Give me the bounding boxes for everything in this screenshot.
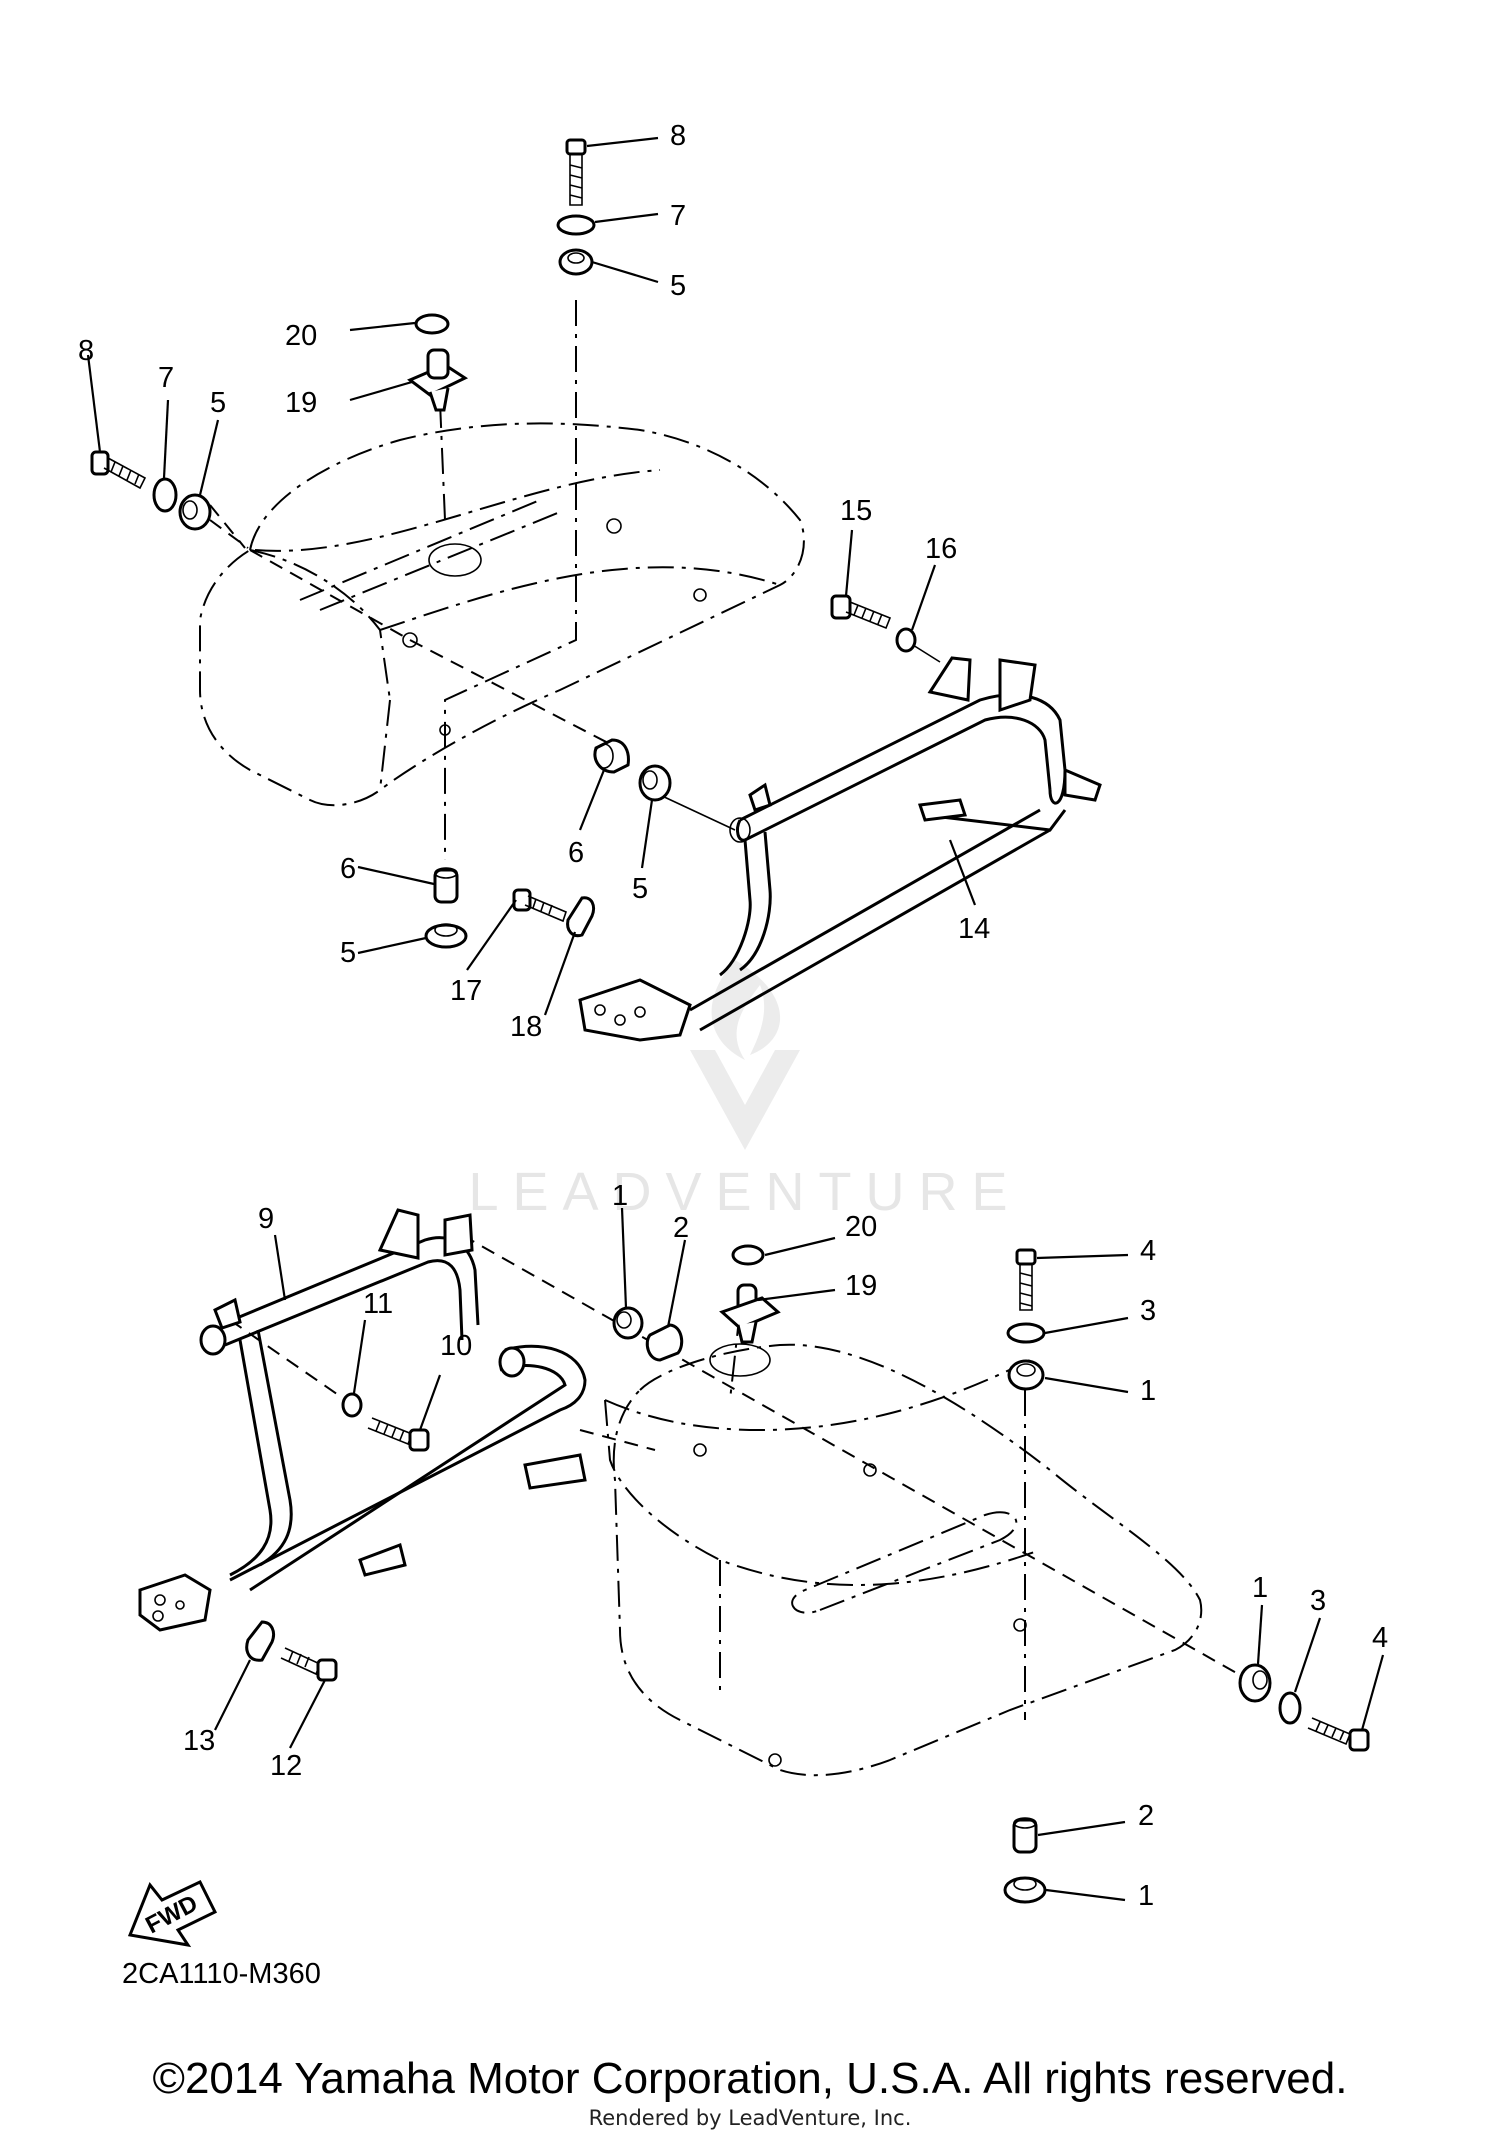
bolt-15 (830, 594, 892, 630)
collar-2-upper (645, 1323, 684, 1362)
callout-label: 1 (1140, 1375, 1156, 1407)
callout-label: 3 (1140, 1295, 1156, 1327)
callout-label: 7 (158, 362, 174, 394)
callout-label: 4 (1140, 1235, 1156, 1267)
bottom-saddlebag-assembly: FWD (127, 1208, 1370, 1948)
top-saddlebag-assembly (90, 138, 1102, 1042)
callout-label: 2 (673, 1212, 689, 1244)
bolt-8-left (90, 450, 147, 490)
grommet-5-mid (638, 764, 672, 802)
callout-label: 8 (670, 120, 686, 152)
bolt-12 (280, 1647, 338, 1682)
callout-label: 6 (568, 837, 584, 869)
callout-label: 3 (1310, 1585, 1326, 1617)
grommet-5-top (558, 248, 594, 276)
watermark-text: LEADVENTURE (468, 1162, 1021, 1222)
grommet-1-bottom (1003, 1876, 1047, 1904)
callout-label: 11 (363, 1288, 393, 1320)
callout-label: 14 (958, 913, 990, 945)
o-ring-20-top (414, 313, 450, 335)
callout-label: 12 (270, 1750, 302, 1782)
bolt-10 (367, 1417, 430, 1452)
collar-6-low (433, 867, 459, 904)
bolt-4-lower (1307, 1717, 1370, 1752)
rendered-by-text: Rendered by LeadVenture, Inc. (589, 2106, 912, 2130)
callout-label: 5 (340, 937, 356, 969)
washer-7-left (152, 477, 178, 513)
callout-label: 7 (670, 200, 686, 232)
callout-label: 1 (612, 1180, 628, 1212)
washer-3-lower (1278, 1691, 1302, 1725)
callout-label: 17 (450, 975, 482, 1007)
frame-14 (578, 656, 1102, 1042)
plate-13 (245, 1620, 276, 1662)
callout-label: 9 (258, 1203, 274, 1235)
callouts-top: 8 7 5 20 19 8 7 5 15 16 6 5 14 6 5 17 18 (78, 120, 990, 1043)
washer-11 (341, 1392, 363, 1418)
callout-label: 1 (1138, 1880, 1154, 1912)
callout-label: 20 (845, 1211, 877, 1243)
callout-label: 8 (78, 335, 94, 367)
o-ring-20-bottom (731, 1244, 765, 1266)
grommet-1-upper (612, 1306, 644, 1340)
callout-label: 10 (440, 1330, 472, 1362)
leader-lines (86, 136, 1385, 1902)
callout-label: 5 (632, 873, 648, 905)
callout-label: 18 (510, 1011, 542, 1043)
grommet-5-low (424, 923, 468, 949)
callout-label: 4 (1372, 1622, 1388, 1654)
callout-label: 19 (845, 1270, 877, 1302)
callouts-bottom: 9 1 2 20 19 4 3 1 11 10 1 3 4 13 12 2 1 (183, 1180, 1388, 1912)
bottom-saddlebag (604, 1343, 1203, 1777)
grommet-1-right-upper (1007, 1359, 1045, 1391)
collar-6-mid (593, 738, 630, 774)
collar-2-lower (1012, 1817, 1038, 1854)
diagram-code: 2CA1110-M360 (122, 1958, 321, 1990)
plate-18 (566, 896, 596, 938)
washer-7-top (556, 214, 596, 236)
callout-label: 16 (925, 533, 957, 565)
bolt-17 (512, 888, 567, 923)
fwd-arrow-icon: FWD (127, 1880, 218, 1948)
copyright-text: ©2014 Yamaha Motor Corporation, U.S.A. A… (153, 2054, 1348, 2103)
callout-label: 1 (1252, 1572, 1268, 1604)
callout-label: 5 (670, 270, 686, 302)
callout-label: 15 (840, 495, 872, 527)
washer-3-upper (1006, 1322, 1046, 1344)
bolt-4-upper (1015, 1248, 1037, 1311)
top-saddlebag (199, 422, 805, 807)
lock-19-bottom (719, 1283, 781, 1344)
lock-19-top (407, 348, 469, 412)
washer-16 (895, 627, 917, 653)
callout-label: 13 (183, 1725, 215, 1757)
grommet-5-left (178, 493, 212, 531)
callout-label: 19 (285, 387, 317, 419)
callout-label: 20 (285, 320, 317, 352)
frame-9 (138, 1208, 587, 1632)
callout-label: 5 (210, 387, 226, 419)
grommet-1-right-lower (1238, 1663, 1272, 1703)
callout-label: 6 (340, 853, 356, 885)
bolt-8-top (565, 138, 587, 206)
callout-label: 2 (1138, 1800, 1154, 1832)
leadventure-watermark: LEADVENTURE (468, 960, 1021, 1222)
